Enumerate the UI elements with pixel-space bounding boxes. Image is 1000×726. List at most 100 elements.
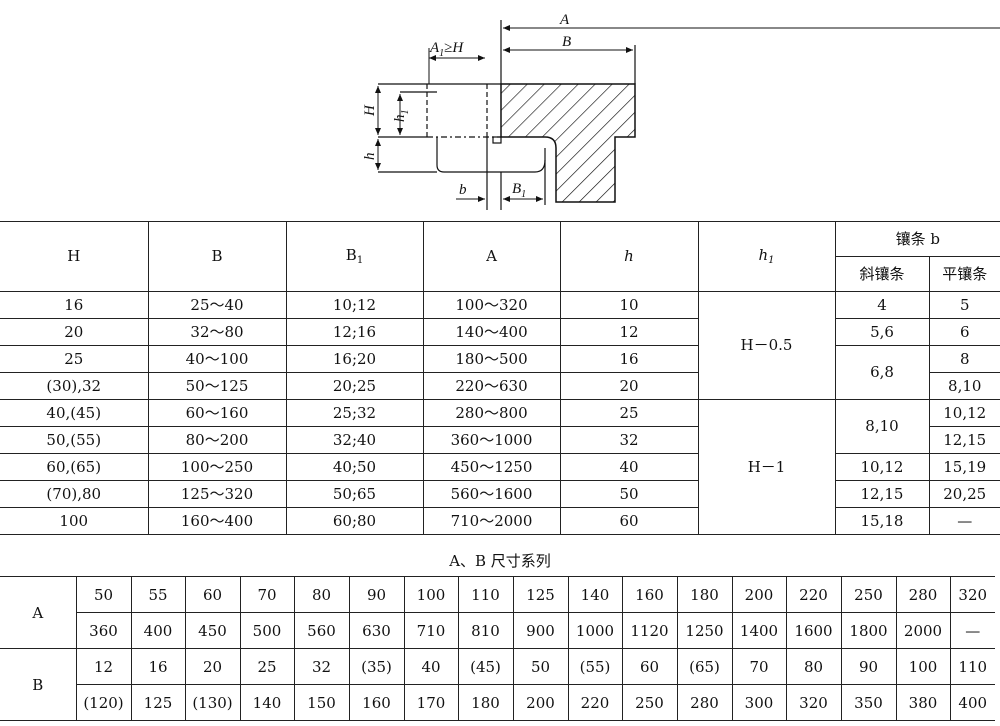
cell-B1: 60;80 <box>285 507 424 535</box>
series-cell: 125 <box>512 576 569 613</box>
label-A: A <box>559 12 570 28</box>
cell-A: 710～2000 <box>422 507 561 535</box>
cell-flat: — <box>928 507 1000 535</box>
series-cell: 180 <box>676 576 733 613</box>
series-cell: 200 <box>512 684 569 721</box>
series-cell: 1800 <box>840 612 897 649</box>
cell-flat: 8,10 <box>928 372 1000 400</box>
cell-h: 10 <box>559 291 699 319</box>
cell-A: 100～320 <box>422 291 561 319</box>
cell-h1-group: H－0.5 <box>697 291 836 400</box>
series-label-B: B <box>0 648 77 721</box>
table-row: 40,(45) 60～160 25;32 280～800 25 H－1 8,10… <box>0 399 1000 535</box>
series-cell: 280 <box>676 684 733 721</box>
cell-oblique: 4 <box>834 291 930 319</box>
series-cell: (130) <box>184 684 241 721</box>
header-flat-strip: 平镶条 <box>928 256 1000 292</box>
cell-A: 140～400 <box>422 318 561 346</box>
hatched-section <box>500 83 636 203</box>
series-cell: (120) <box>75 684 132 721</box>
series-cell: 55 <box>130 576 186 613</box>
cell-oblique: 15,18 <box>834 507 930 535</box>
table-row: (30),32 50～125 20;25 220～630 20 8,10 <box>0 372 1000 400</box>
cell-h: 50 <box>559 480 699 508</box>
cell-B1: 10;12 <box>285 291 424 319</box>
table-row: 100 160～400 60;80 710～2000 60 15,18 — <box>0 507 1000 535</box>
cell-h: 16 <box>559 345 699 373</box>
label-B1: B1 <box>512 181 526 200</box>
series-cell: 220 <box>785 576 842 613</box>
series-cell: 20 <box>184 648 241 685</box>
cell-B: 160～400 <box>147 507 287 535</box>
series-cell: 90 <box>348 576 405 613</box>
table-row: 50,(55) 80～200 32;40 360～1000 32 12,15 <box>0 426 1000 454</box>
series-cell: 60 <box>621 648 678 685</box>
cell-flat: 20,25 <box>928 480 1000 508</box>
table-row: 60,(65) 100～250 40;50 450～1250 40 10,12 … <box>0 453 1000 481</box>
cell-flat: 15,19 <box>928 453 1000 481</box>
series-cell: 1000 <box>567 612 623 649</box>
header-H: H <box>0 221 149 292</box>
series-cell: 125 <box>130 684 186 721</box>
series-title: A、B 尺寸系列 <box>449 552 551 570</box>
cell-h: 60 <box>559 507 699 535</box>
series-cell: (55) <box>567 648 623 685</box>
series-cell: 300 <box>731 684 787 721</box>
cell-flat: 10,12 <box>928 399 1000 427</box>
series-cell: 350 <box>840 684 897 721</box>
cell-flat: 6 <box>928 318 1000 346</box>
series-cell: 1600 <box>785 612 842 649</box>
cell-A: 280～800 <box>422 399 561 427</box>
series-cell: 110 <box>949 648 995 685</box>
cell-B1: 40;50 <box>285 453 424 481</box>
series-cell: 400 <box>949 684 995 721</box>
series-cell: 1120 <box>621 612 678 649</box>
cell-B1: 12;16 <box>285 318 424 346</box>
header-h: h <box>559 221 699 292</box>
cell-oblique: 5,6 <box>834 318 930 346</box>
series-cell: 25 <box>239 648 295 685</box>
series-cell: 70 <box>239 576 295 613</box>
series-cell: 90 <box>840 648 897 685</box>
cell-A: 450～1250 <box>422 453 561 481</box>
series-cell: 50 <box>75 576 132 613</box>
series-cell: 560 <box>293 612 350 649</box>
series-cell: 160 <box>621 576 678 613</box>
series-cell: 280 <box>895 576 951 613</box>
series-cell: 160 <box>348 684 405 721</box>
cell-A: 220～630 <box>422 372 561 400</box>
label-b: b <box>459 182 467 198</box>
label-h: h <box>362 153 378 161</box>
table-row: 16 25～40 10;12 100～320 10 H－0.5 4 5 <box>0 291 1000 400</box>
cell-B1: 20;25 <box>285 372 424 400</box>
series-cell: — <box>949 612 995 649</box>
series-cell: 110 <box>457 576 514 613</box>
cell-B: 50～125 <box>147 372 287 400</box>
series-cell: 320 <box>949 576 995 613</box>
cell-B: 40～100 <box>147 345 287 373</box>
cell-flat: 8 <box>928 345 1000 373</box>
series-cell: 360 <box>75 612 132 649</box>
cell-h: 20 <box>559 372 699 400</box>
cell-H: 40,(45) <box>0 399 149 427</box>
label-h1: h1 <box>392 110 411 123</box>
cell-H: 60,(65) <box>0 453 149 481</box>
cell-A: 360～1000 <box>422 426 561 454</box>
series-cell: 170 <box>403 684 459 721</box>
series-cell: 1250 <box>676 612 733 649</box>
series-cell: 100 <box>895 648 951 685</box>
cell-A: 560～1600 <box>422 480 561 508</box>
series-cell: 16 <box>130 648 186 685</box>
series-cell: 630 <box>348 612 405 649</box>
cell-B: 32～80 <box>147 318 287 346</box>
series-cell: 12 <box>75 648 132 685</box>
table-row: 25 40～100 16;20 180～500 16 6,8 8 <box>0 345 1000 400</box>
cell-B1: 16;20 <box>285 345 424 373</box>
guide-body <box>378 20 636 210</box>
series-cell: 140 <box>239 684 295 721</box>
series-cell: (45) <box>457 648 514 685</box>
cell-flat: 12,15 <box>928 426 1000 454</box>
table-row: 20 32～80 12;16 140～400 12 5,6 6 <box>0 318 1000 346</box>
